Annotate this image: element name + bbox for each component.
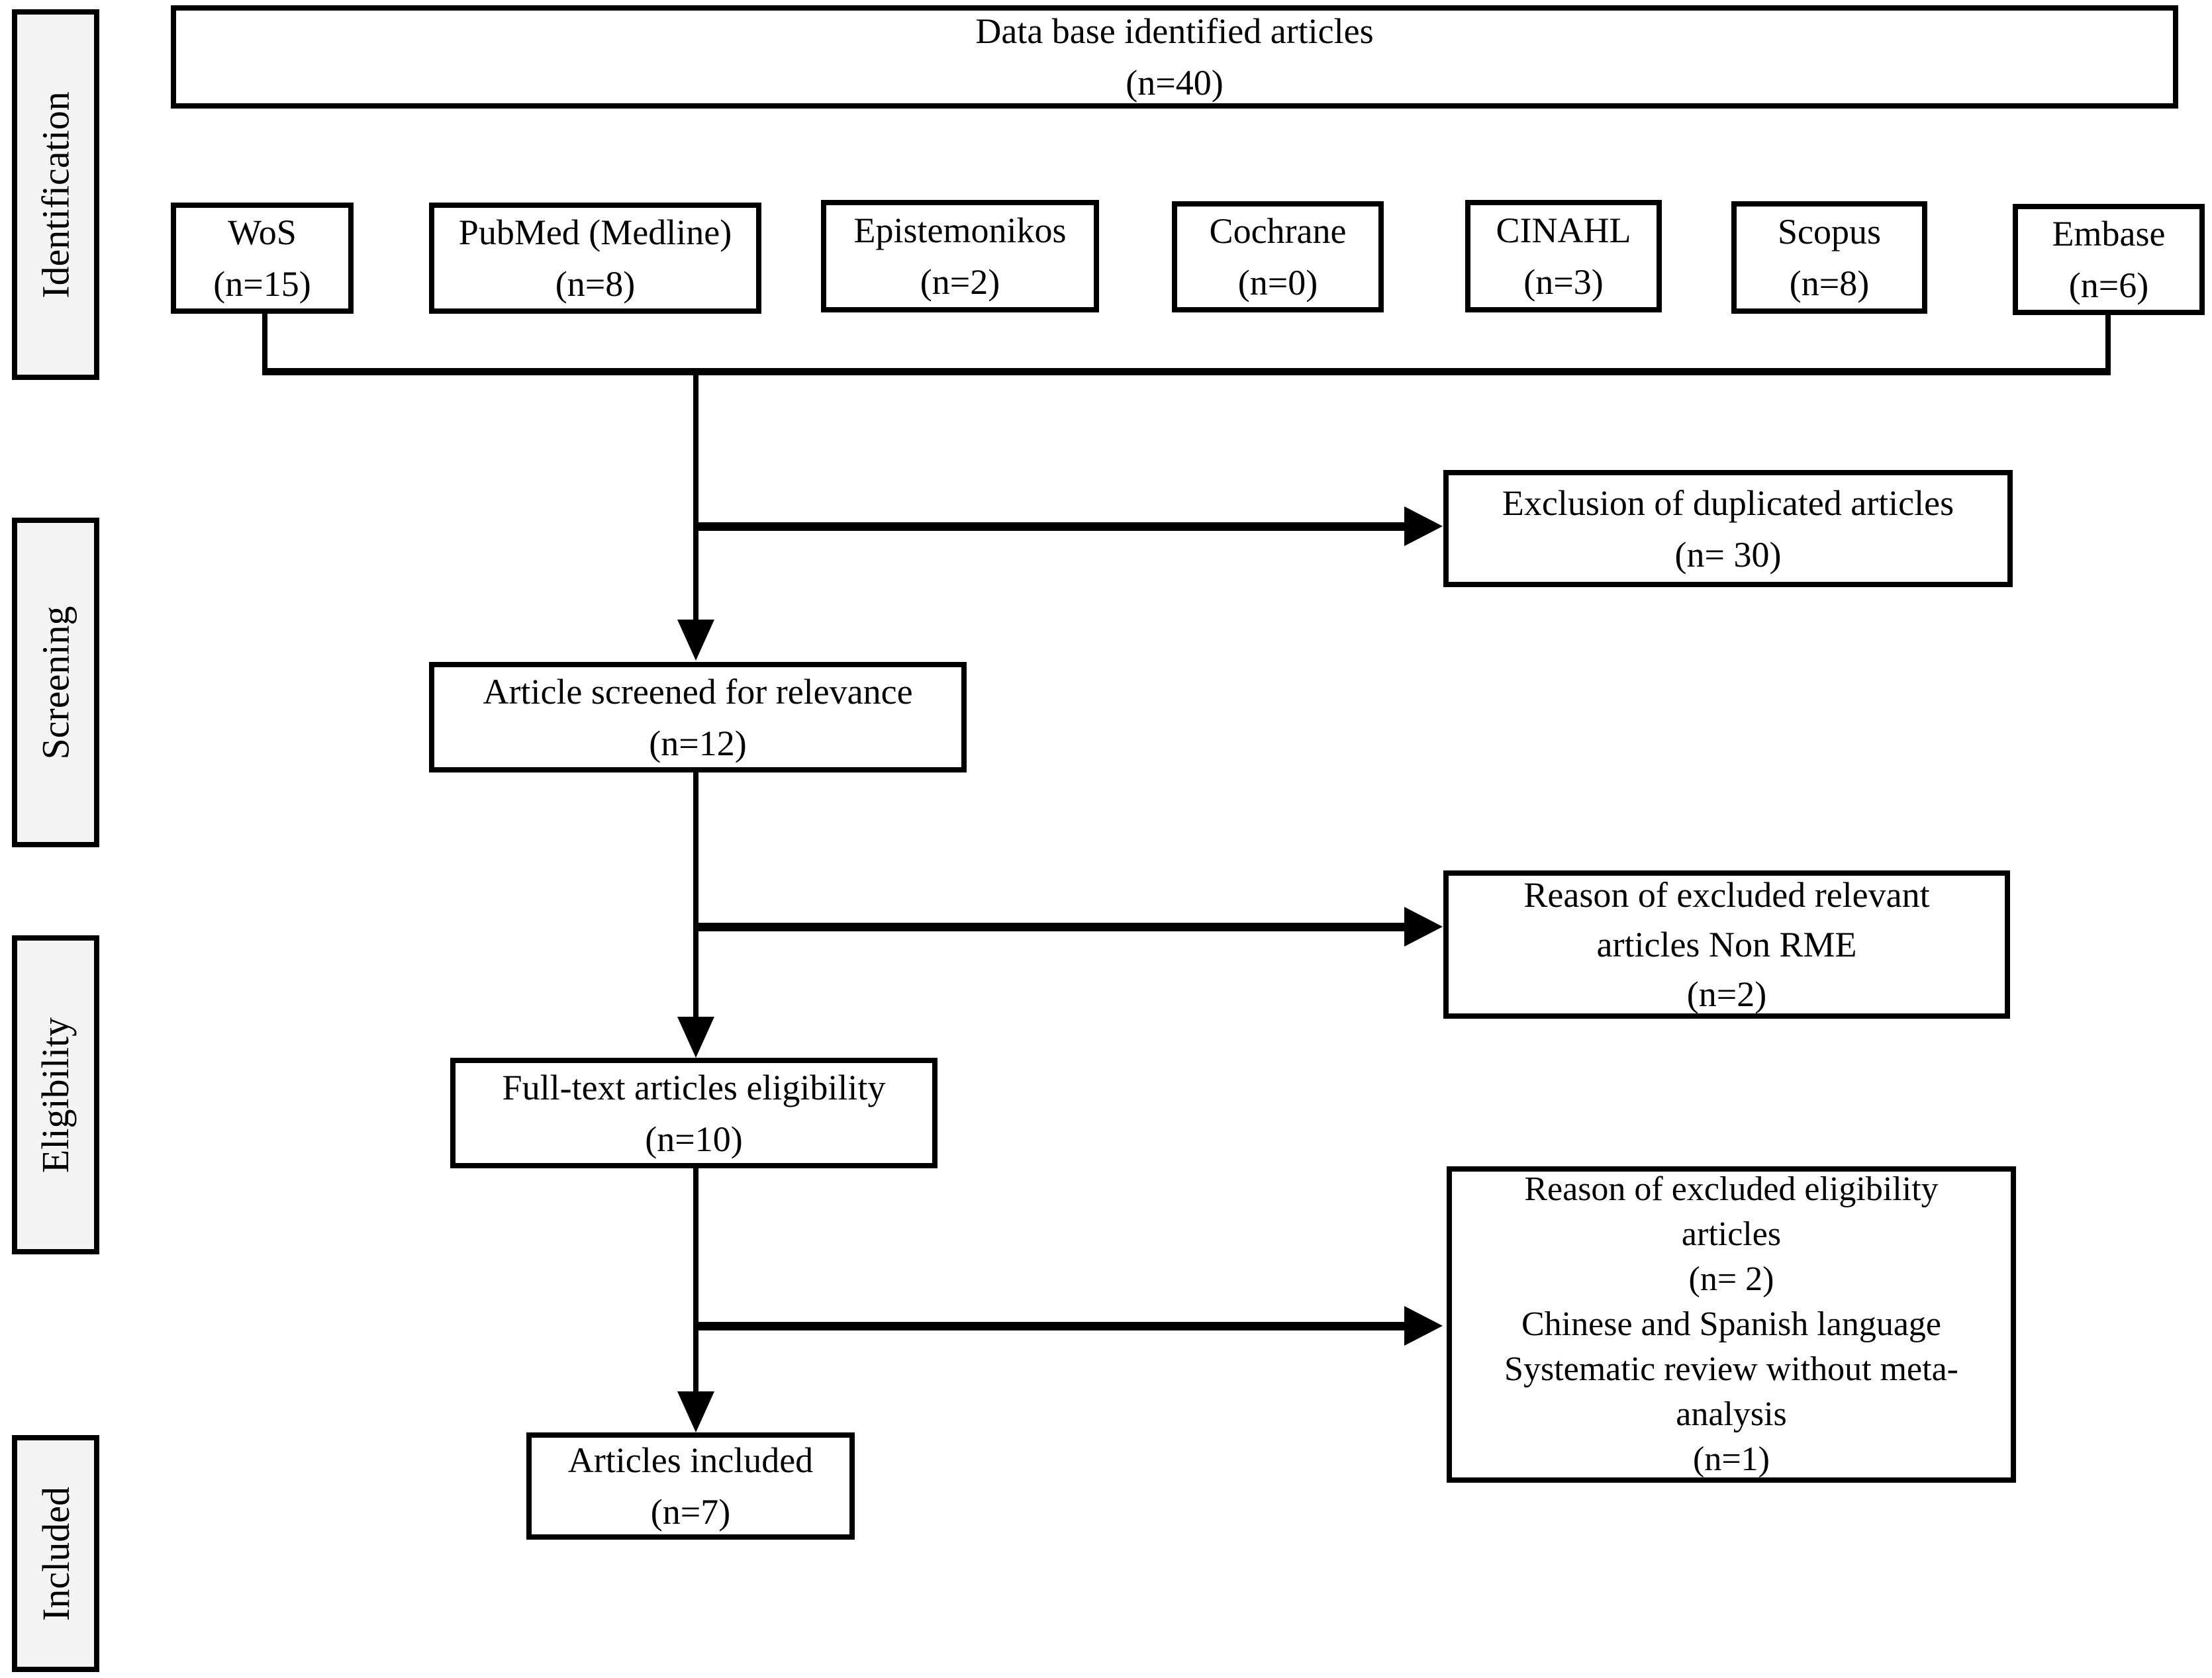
relevant-exclusion-box: Reason of excluded relevant articles Non… [1443, 870, 2010, 1019]
connector-to-duplicates-exclusion [696, 522, 1406, 531]
eligibility-exclusion-text-2: articles [1681, 1215, 1782, 1253]
arrowhead-to-eligibility-exclusion [1404, 1306, 1443, 1346]
relevant-exclusion-count: (n=2) [1686, 974, 1767, 1014]
screened-count: (n=12) [649, 723, 747, 763]
database-count: (n=2) [920, 262, 1000, 302]
database-box-epistemonikos: Epistemonikos (n=2) [821, 200, 1099, 312]
database-name: Cochrane [1209, 211, 1347, 251]
articles-included-box: Articles included (n=7) [526, 1432, 855, 1540]
connector-to-included [693, 1168, 698, 1393]
database-box-pubmed: PubMed (Medline) (n=8) [429, 203, 761, 314]
database-identified-count: (n=40) [1126, 63, 1224, 103]
database-name: Scopus [1777, 212, 1881, 252]
stage-label-included: Included [34, 1486, 77, 1621]
fulltext-count: (n=10) [645, 1119, 743, 1159]
arrowhead-to-duplicates-exclusion [1404, 506, 1443, 546]
database-count: (n=15) [213, 264, 311, 304]
stage-box-eligibility: Eligibility [12, 935, 99, 1254]
articles-included-count: (n=7) [650, 1492, 731, 1532]
database-count: (n=8) [555, 264, 636, 304]
fulltext-eligibility-box: Full-text articles eligibility (n=10) [450, 1058, 938, 1168]
database-box-embase: Embase (n=6) [2013, 204, 2205, 315]
database-identified-box: Data base identified articles (n=40) [171, 5, 2178, 109]
database-box-cochrane: Cochrane (n=0) [1172, 201, 1384, 312]
database-name: Embase [2052, 214, 2166, 254]
database-count: (n=3) [1523, 262, 1604, 302]
database-box-scopus: Scopus (n=8) [1731, 201, 1927, 314]
database-count: (n=0) [1237, 263, 1318, 303]
connector-to-relevant-exclusion [696, 923, 1406, 931]
eligibility-exclusion-count-2: (n=1) [1693, 1440, 1770, 1478]
eligibility-exclusion-box: Reason of excluded eligibility articles … [1447, 1166, 2016, 1483]
stage-label-screening: Screening [34, 606, 77, 759]
eligibility-exclusion-reason-3: analysis [1676, 1395, 1787, 1433]
fulltext-text: Full-text articles eligibility [502, 1067, 886, 1107]
database-box-cinahl: CINAHL (n=3) [1465, 200, 1662, 312]
stage-box-included: Included [12, 1435, 99, 1672]
connector-embase-down [2105, 314, 2111, 373]
stage-box-identification: Identification [12, 9, 99, 380]
eligibility-exclusion-reason-1: Chinese and Spanish language [1521, 1305, 1941, 1343]
database-count: (n=6) [2068, 265, 2149, 305]
arrowhead-to-relevant-exclusion [1404, 907, 1443, 947]
screened-text: Article screened for relevance [483, 671, 913, 712]
relevant-exclusion-text-1: Reason of excluded relevant [1523, 874, 1930, 915]
database-identified-title: Data base identified articles [975, 11, 1374, 51]
connector-merge-horizontal [262, 368, 2111, 375]
stage-label-identification: Identification [34, 91, 77, 299]
database-box-wos: WoS (n=15) [171, 203, 354, 314]
relevant-exclusion-text-2: articles Non RME [1596, 924, 1857, 964]
screened-box: Article screened for relevance (n=12) [429, 662, 967, 772]
database-name: PubMed (Medline) [458, 212, 732, 252]
arrowhead-to-included [677, 1391, 714, 1432]
stage-box-screening: Screening [12, 518, 99, 847]
stage-label-eligibility: Eligibility [34, 1017, 77, 1173]
duplicates-exclusion-text: Exclusion of duplicated articles [1502, 483, 1954, 523]
arrowhead-to-eligibility [677, 1017, 714, 1058]
duplicates-exclusion-box: Exclusion of duplicated articles (n= 30) [1443, 470, 2013, 587]
database-count: (n=8) [1789, 263, 1870, 303]
arrowhead-to-screening [677, 620, 714, 661]
connector-to-screening [693, 368, 698, 622]
connector-to-eligibility [693, 772, 698, 1018]
database-name: Epistemonikos [853, 210, 1067, 250]
articles-included-text: Articles included [567, 1440, 814, 1480]
connector-to-eligibility-exclusion [696, 1322, 1406, 1330]
eligibility-exclusion-text-1: Reason of excluded eligibility [1524, 1170, 1939, 1208]
eligibility-exclusion-count-1: (n= 2) [1688, 1260, 1774, 1298]
database-name: WoS [228, 212, 297, 252]
eligibility-exclusion-reason-2: Systematic review without meta- [1504, 1350, 1958, 1388]
duplicates-exclusion-count: (n= 30) [1674, 534, 1782, 575]
connector-wos-down [262, 312, 267, 373]
database-name: CINAHL [1496, 210, 1631, 250]
